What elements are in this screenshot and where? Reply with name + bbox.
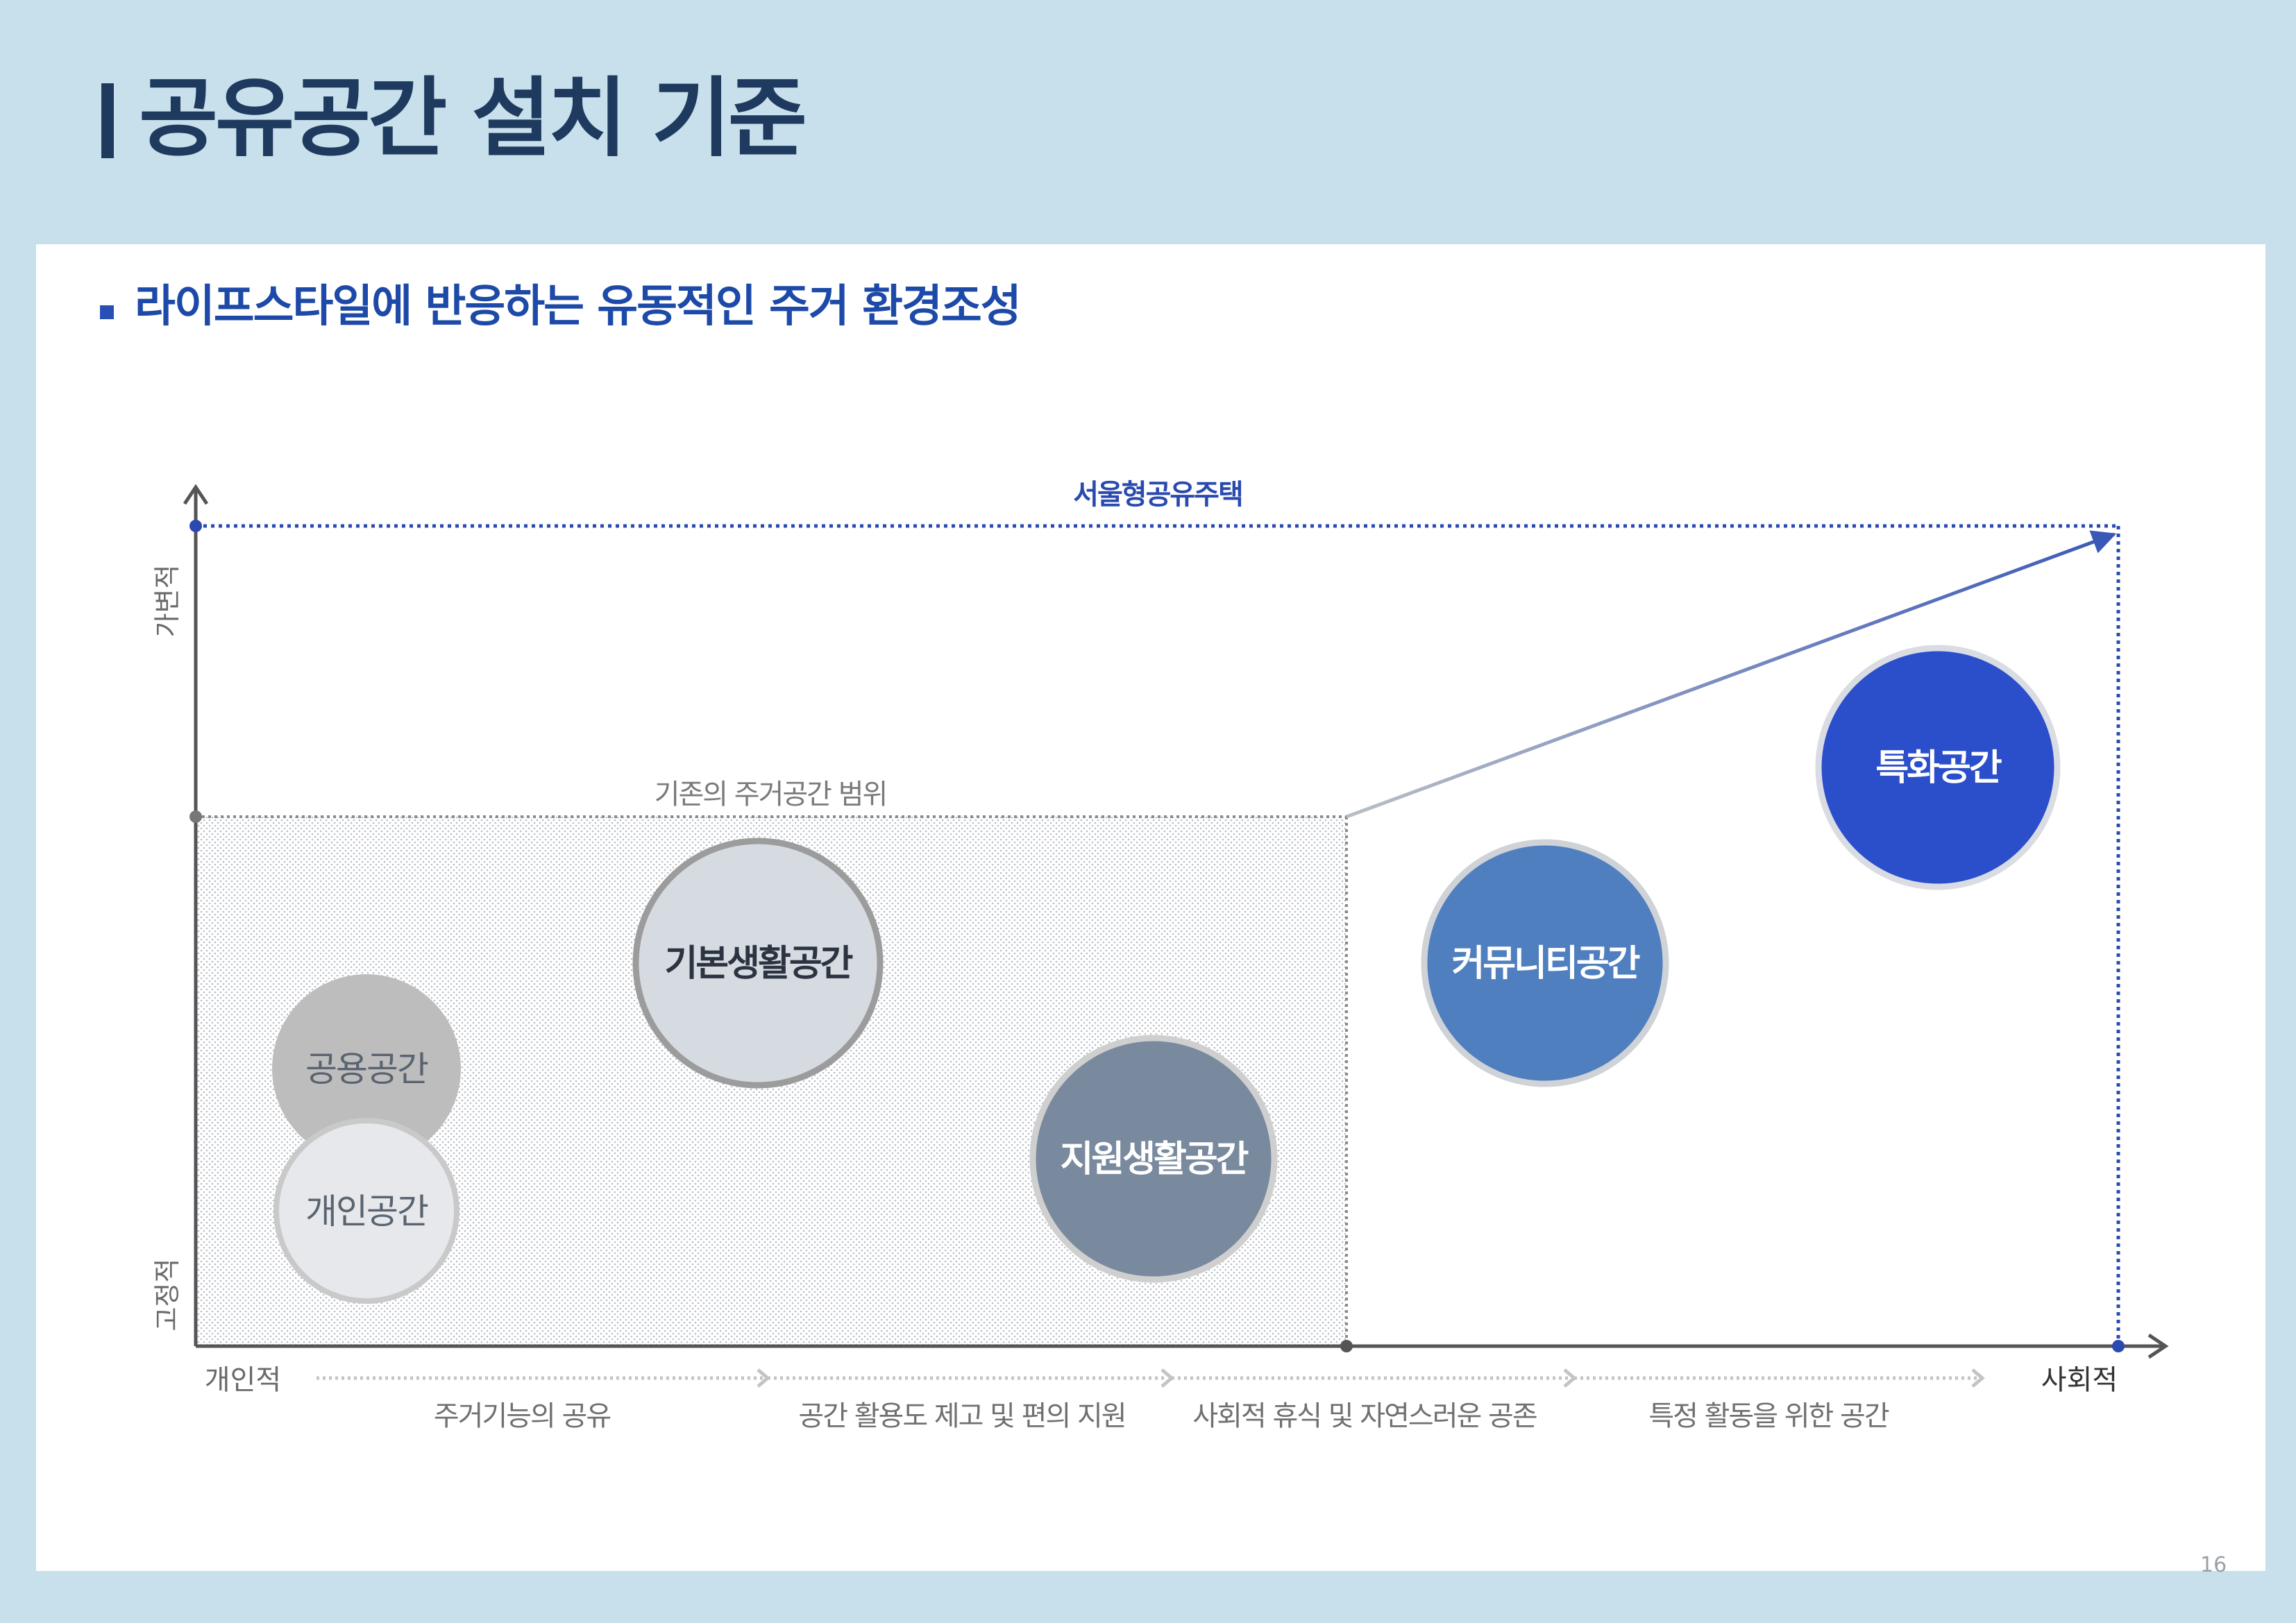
specialized-space-label: 특화공간: [1875, 747, 2002, 789]
support-living-space-node: 지원생활공간: [1029, 1035, 1278, 1283]
existing-range-label: 기존의 주거공간 범위: [655, 779, 887, 810]
support-living-space-label: 지원생활공간: [1060, 1139, 1248, 1180]
shared-space-label: 공용공간: [305, 1049, 428, 1089]
section-subtitle: 라이프스타일에 반응하는 유동적인 주거 환경조성: [135, 281, 1022, 332]
private-space-label: 개인공간: [305, 1191, 428, 1232]
x-axis-right-label: 사회적: [2041, 1364, 2118, 1396]
basic-living-space-node: 기본생활공간: [632, 838, 884, 1089]
x-axis-mid-node: [1340, 1340, 1353, 1352]
page-title: 공유공간 설치 기준: [139, 69, 807, 169]
stage-label-3: 사회적 휴식 및 자연스러운 공존: [1192, 1400, 1536, 1432]
stage-label-4: 특정 활동을 위한 공간: [1648, 1400, 1889, 1432]
chevron-right-icon: [1160, 1368, 1174, 1388]
y-axis-bottom-label: 고정적: [152, 1259, 183, 1332]
specialized-space-node: 특화공간: [1815, 645, 2061, 890]
square-bullet-icon: [100, 305, 114, 319]
stage-label-2: 공간 활용도 제고 및 편의 지원: [798, 1400, 1125, 1432]
x-axis-left-label: 개인적: [205, 1364, 281, 1396]
basic-living-space-label: 기본생활공간: [664, 943, 852, 985]
community-space-node: 커뮤니티공간: [1421, 839, 1669, 1087]
title-accent-bar: [101, 83, 114, 158]
private-space-node: 개인공간: [273, 1118, 459, 1304]
x-axis-arrow-icon: [2147, 1333, 2169, 1359]
stage-label-1: 주거기능의 공유: [434, 1400, 611, 1432]
y-axis-arrow-icon: [183, 484, 209, 505]
expansion-arrow: [1346, 530, 2117, 819]
y-axis-mid-node: [189, 810, 202, 823]
shared-space-node: 공용공간: [272, 974, 461, 1163]
chevron-right-icon: [1563, 1368, 1577, 1388]
shared-housing-label: 서울형공유주택: [1073, 479, 1242, 511]
chevron-right-icon: [757, 1368, 770, 1388]
community-space-label: 커뮤니티공간: [1451, 943, 1639, 985]
x-axis-end-node: [2112, 1340, 2125, 1352]
page-number: 16: [2200, 1553, 2227, 1577]
chevron-right-icon: [1971, 1368, 1985, 1388]
y-axis-top-label: 가변적: [152, 565, 183, 638]
y-axis-top-node: [189, 520, 202, 532]
